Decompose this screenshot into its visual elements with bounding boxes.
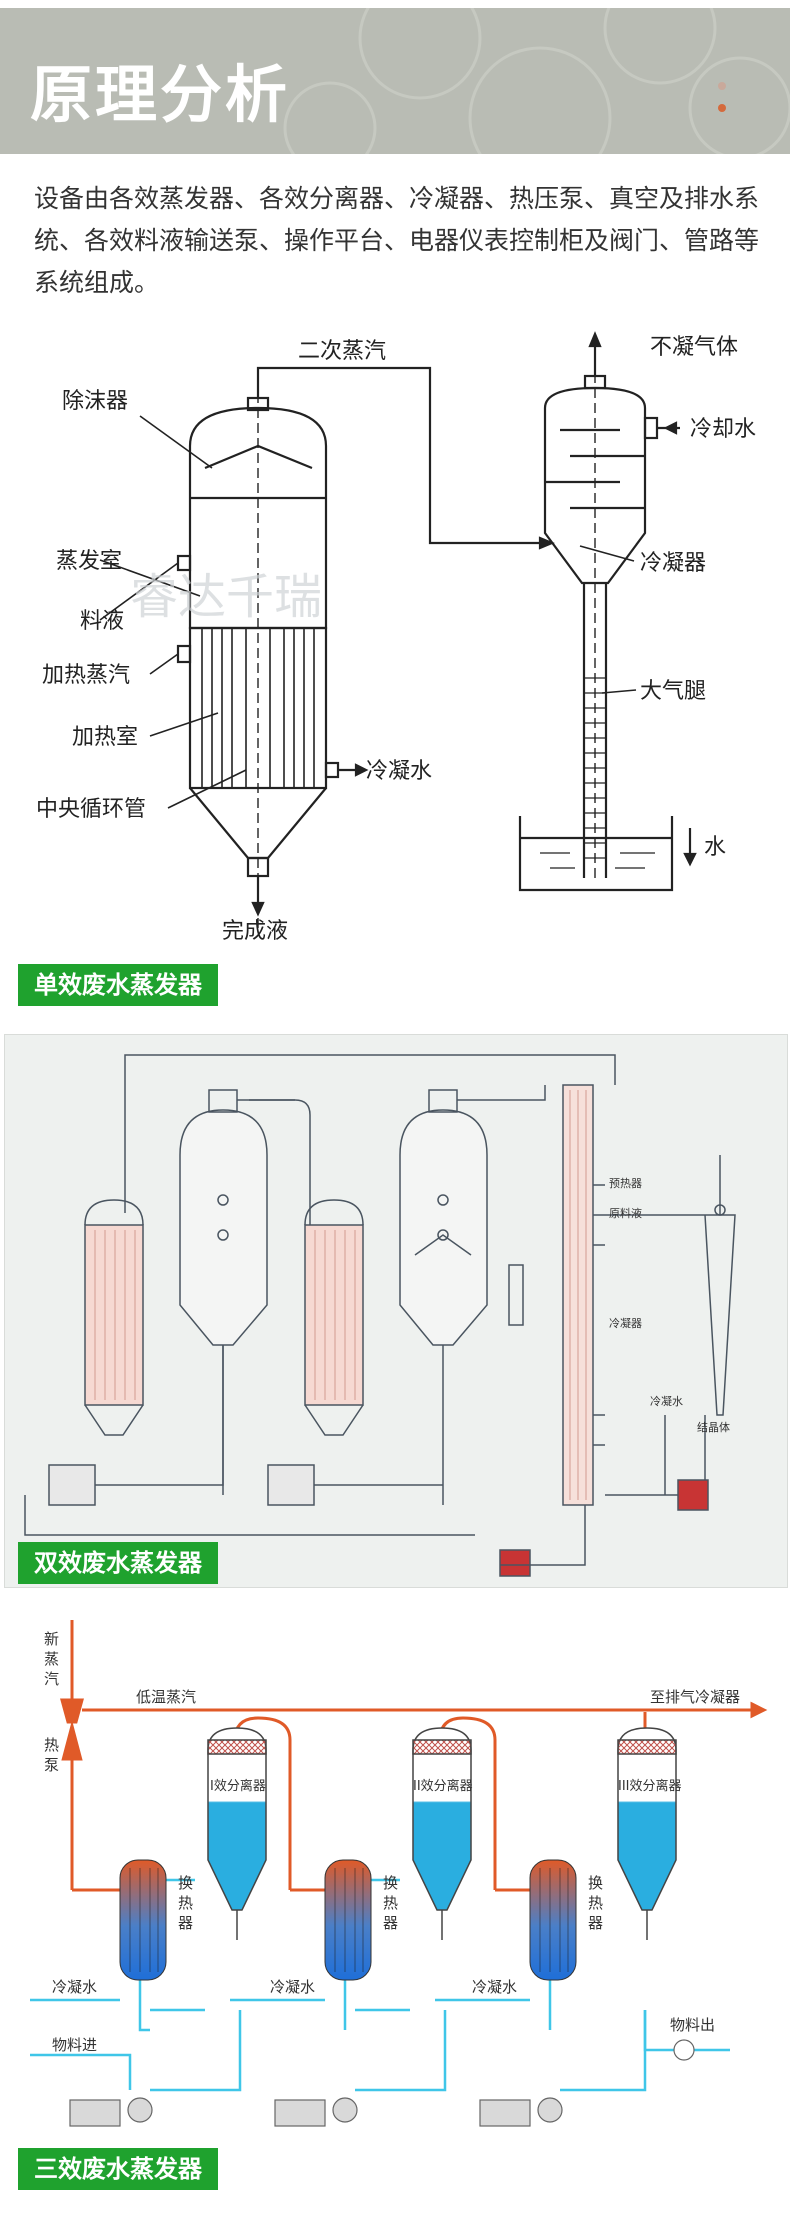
- intro-paragraph: 设备由各效蒸发器、各效分离器、冷凝器、热压泵、真空及排水系 统、各效料液输送泵、…: [34, 178, 764, 304]
- label-heat-pump-2: 泵: [44, 1756, 59, 1774]
- caption-single-effect: 单效废水蒸发器: [18, 964, 218, 1006]
- label-secondary-steam: 二次蒸汽: [298, 339, 386, 364]
- secondary-steam-pipe: [256, 366, 540, 545]
- separator-1-shape: [207, 1727, 267, 1911]
- label-fresh-steam-2: 蒸: [44, 1650, 59, 1668]
- label-cooling-water: 冷却水: [690, 417, 756, 442]
- triple-effect-diagram: 新 蒸 汽 热 泵 低温蒸汽 至排气冷凝器 I效分离器 II效分离器 III效分…: [30, 1620, 768, 2127]
- label-hx1-2: 热: [178, 1894, 193, 1912]
- label-fresh-steam-1: 新: [44, 1630, 59, 1648]
- caption-double-effect: 双效废水蒸发器: [18, 1542, 218, 1584]
- label-fresh-steam-3: 汽: [44, 1670, 59, 1688]
- separator-1: [179, 1109, 268, 1346]
- label-heating-chamber: 加热室: [72, 725, 138, 750]
- label-separator-2: II效分离器: [413, 1778, 473, 1794]
- label-heating-steam: 加热蒸汽: [42, 663, 130, 688]
- heat-exchanger-group: [119, 1859, 577, 1981]
- label-hx3-1: 换: [588, 1874, 603, 1892]
- label-hx2-2: 热: [383, 1894, 398, 1912]
- watermark: 睿达千瑞: [130, 569, 322, 625]
- label-water: 水: [704, 835, 726, 860]
- heat-exchanger-1: [119, 1859, 167, 1981]
- label-crystal: 结晶体: [697, 1420, 730, 1434]
- header-dot-1: [718, 82, 726, 90]
- label-barometric-leg: 大气腿: [640, 679, 706, 704]
- intro-line: 设备由各效蒸发器、各效分离器、冷凝器、热压泵、真空及排水系: [34, 184, 760, 213]
- label-evaporation-chamber: 蒸发室: [56, 549, 122, 574]
- label-feed-in: 物料进: [52, 2036, 97, 2054]
- label-condensate-2: 冷凝水: [270, 1978, 315, 1996]
- label-low-temp-steam: 低温蒸汽: [136, 1688, 196, 1706]
- label-condenser: 冷凝器: [640, 551, 706, 576]
- label-preheater: 预热器: [609, 1177, 642, 1190]
- label-heat-pump-1: 热: [44, 1736, 59, 1754]
- label-demister: 除沫器: [62, 389, 128, 414]
- evaporator-body: [188, 406, 328, 630]
- section-header: 原理分析: [0, 8, 790, 154]
- label-double-cooling-water: 冷凝水: [650, 1394, 683, 1408]
- separator-3-shape: [617, 1727, 677, 1911]
- label-hx2-1: 换: [383, 1874, 398, 1892]
- label-condensate: 冷凝水: [366, 759, 432, 784]
- label-double-condenser: 冷凝器: [609, 1316, 642, 1330]
- separator-2-shape: [412, 1727, 472, 1911]
- double-effect-panel: 预热器 原料液 冷凝器 冷凝水 结晶体: [4, 1034, 788, 1588]
- label-feed-liquid: 料液: [80, 609, 124, 634]
- heat-exchanger-3: [529, 1859, 577, 1981]
- label-separator-3: III效分离器: [618, 1778, 682, 1794]
- heat-exchanger-2: [324, 1859, 372, 1981]
- label-hx1-1: 换: [178, 1874, 193, 1892]
- label-finished-liquid: 完成液: [222, 919, 288, 944]
- caption-triple-effect: 三效废水蒸发器: [18, 2148, 218, 2190]
- label-material-out: 物料出: [670, 2016, 715, 2034]
- label-hx1-3: 器: [178, 1914, 193, 1932]
- intro-line: 系统组成。: [34, 268, 160, 297]
- single-effect-diagram: 二次蒸汽 不凝气体 除沫器 冷却水 蒸发室 冷凝器 料液 加热蒸汽 大气腿 加热…: [36, 331, 756, 944]
- water-tank: [518, 816, 674, 892]
- double-effect-diagram: 预热器 原料液 冷凝器 冷凝水 结晶体: [24, 1054, 736, 1577]
- header-texture: [283, 8, 790, 154]
- label-hx3-2: 热: [588, 1894, 603, 1912]
- heater-1: [84, 1224, 144, 1406]
- label-raw-liquid: 原料液: [609, 1206, 642, 1220]
- page-title: 原理分析: [30, 58, 291, 131]
- heater-2: [304, 1224, 364, 1406]
- condenser-body: [543, 386, 647, 585]
- label-hx2-3: 器: [383, 1914, 398, 1932]
- intro-line: 统、各效料液输送泵、操作平台、电器仪表控制柜及阀门、管路等: [34, 226, 760, 255]
- header-dot-2: [718, 104, 726, 112]
- separator-2: [399, 1109, 488, 1346]
- label-central-tube: 中央循环管: [36, 797, 146, 822]
- label-condensate-3: 冷凝水: [472, 1978, 517, 1996]
- label-separator-1: I效分离器: [210, 1778, 266, 1794]
- label-to-exhaust-condenser: 至排气冷凝器: [650, 1688, 740, 1706]
- label-hx3-3: 器: [588, 1914, 603, 1932]
- label-non-condensable: 不凝气体: [650, 335, 738, 360]
- label-condensate-1: 冷凝水: [52, 1978, 97, 1996]
